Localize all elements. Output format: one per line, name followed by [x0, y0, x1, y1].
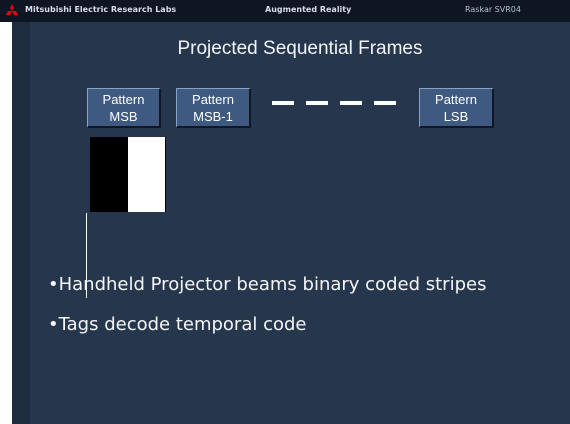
pattern-msb1-line2: MSB-1 — [193, 109, 233, 124]
header-author: Raskar SVR04 — [465, 5, 521, 14]
dash-1 — [272, 101, 294, 105]
bullet-2: •Tags decode temporal code — [48, 314, 307, 335]
side-strip — [12, 22, 30, 424]
dash-3 — [340, 101, 362, 105]
pattern-msb1-box: Pattern MSB-1 — [176, 88, 251, 128]
header-topic: Augmented Reality — [265, 5, 352, 14]
pattern-msb-box: Pattern MSB — [87, 88, 161, 128]
left-margin — [0, 0, 12, 424]
header-org: Mitsubishi Electric Research Labs — [25, 5, 177, 14]
mitsubishi-logo-icon — [6, 4, 18, 15]
header-bar: Mitsubishi Electric Research Labs Augmen… — [0, 0, 570, 22]
tag-indicator-line — [86, 213, 87, 298]
pattern-lsb-line2: LSB — [443, 109, 469, 124]
slide — [12, 0, 570, 424]
black-stripe — [90, 137, 128, 212]
bullet-1: •Handheld Projector beams binary coded s… — [48, 274, 487, 295]
pattern-lsb-line1: Pattern — [435, 92, 477, 107]
pattern-msb-line1: Pattern — [102, 92, 145, 107]
white-stripe — [128, 137, 166, 212]
pattern-lsb-box: Pattern LSB — [419, 88, 494, 128]
dash-2 — [306, 101, 328, 105]
dash-4 — [374, 101, 396, 105]
slide-title: Projected Sequential Frames — [177, 38, 423, 59]
pattern-msb-line2: MSB — [109, 109, 138, 124]
pattern-msb1-line1: Pattern — [192, 92, 234, 107]
